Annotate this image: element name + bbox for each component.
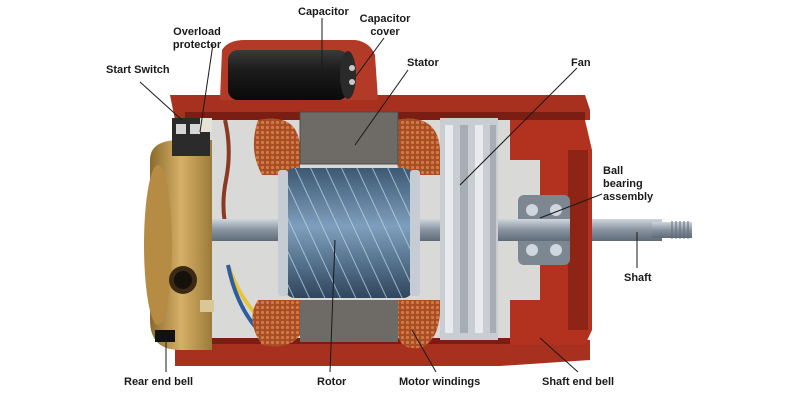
label-rotor: Rotor <box>317 376 347 388</box>
label-stator: Stator <box>407 57 439 69</box>
label-overload-protector-line1: Overload <box>173 26 221 38</box>
label-ball-bearing-line1: Ball <box>603 165 624 177</box>
capacitor-shape <box>228 50 348 100</box>
winding-lower-right <box>398 300 441 349</box>
label-ball-bearing-assembly: Ball bearing assembly <box>603 165 653 204</box>
label-fan: Fan <box>571 57 591 69</box>
winding-lower-left <box>252 300 300 347</box>
label-overload-protector: Overload protector <box>166 26 228 52</box>
label-capacitor-cover: Capacitor cover <box>356 13 414 39</box>
winding-upper-right <box>395 118 440 175</box>
shaft-thread <box>671 221 689 239</box>
leader-lines <box>139 18 638 373</box>
winding-upper-left <box>253 118 300 175</box>
label-motor-windings: Motor windings <box>399 376 481 388</box>
fan-shape <box>440 118 498 340</box>
label-capacitor-cover-line1: Capacitor <box>359 13 411 25</box>
label-capacitor-cover-line2: cover <box>370 26 400 38</box>
label-overload-protector-line2: protector <box>172 39 222 51</box>
label-capacitor: Capacitor <box>298 6 349 18</box>
label-ball-bearing-line3: assembly <box>603 191 654 203</box>
label-shaft-end-bell: Shaft end bell <box>542 376 615 388</box>
label-rear-end-bell: Rear end bell <box>124 376 194 388</box>
housing-shell-bottom <box>175 340 590 366</box>
stator-core-top <box>300 112 398 164</box>
label-ball-bearing-line2: bearing <box>603 178 643 190</box>
stator-core-bottom <box>300 300 398 342</box>
label-start-switch: Start Switch <box>106 64 170 76</box>
label-shaft: Shaft <box>624 272 652 284</box>
